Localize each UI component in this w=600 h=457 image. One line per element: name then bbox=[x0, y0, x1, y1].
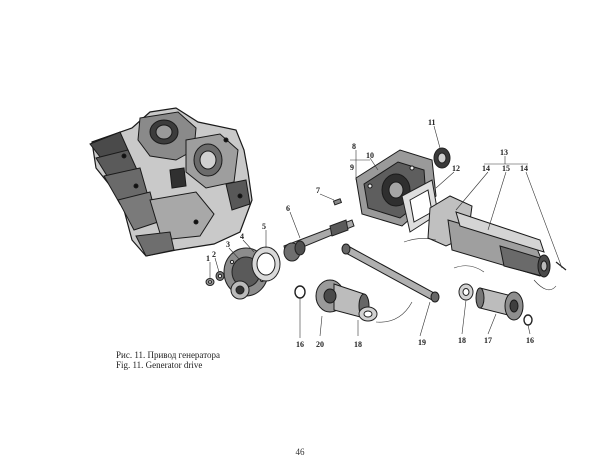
page-number: 46 bbox=[295, 447, 305, 457]
part-16-ring-right bbox=[523, 314, 533, 326]
callout-20: 20 bbox=[316, 340, 324, 349]
callout-16-left: 16 bbox=[296, 340, 304, 349]
callout-15: 15 bbox=[502, 164, 510, 173]
callout-13: 13 bbox=[500, 148, 508, 157]
callout-6: 6 bbox=[286, 204, 290, 213]
part-5-gasket bbox=[251, 246, 281, 282]
callout-4: 4 bbox=[240, 232, 244, 241]
part-11-seal bbox=[433, 147, 451, 169]
callout-16-right: 16 bbox=[526, 336, 534, 345]
part-19-rod bbox=[341, 243, 440, 303]
callout-14-left: 14 bbox=[482, 164, 490, 173]
part-18-washer-left bbox=[358, 306, 378, 322]
callout-17: 17 bbox=[484, 336, 492, 345]
part-13-sleeve-assembly bbox=[427, 195, 567, 278]
callout-1: 1 bbox=[206, 254, 210, 263]
figure-caption-russian: Рис. 11. Привод генератора bbox=[116, 350, 221, 360]
callout-11: 11 bbox=[428, 118, 436, 127]
callout-18-left: 18 bbox=[354, 340, 362, 349]
callout-18-right: 18 bbox=[458, 336, 466, 345]
leader-lines bbox=[209, 125, 563, 338]
callout-14-right: 14 bbox=[520, 164, 528, 173]
figure-caption-english: Fig. 11. Generator drive bbox=[116, 360, 203, 370]
callout-3: 3 bbox=[226, 240, 230, 249]
part-16-ring-left bbox=[294, 285, 306, 299]
part-20-gear bbox=[315, 279, 370, 319]
callout-8: 8 bbox=[352, 142, 356, 151]
callout-10: 10 bbox=[366, 151, 374, 160]
part-18-washer-right bbox=[458, 283, 474, 301]
engine-block-drawing bbox=[89, 107, 253, 257]
callout-19: 19 bbox=[418, 338, 426, 347]
callout-5: 5 bbox=[262, 222, 266, 231]
callout-9: 9 bbox=[350, 163, 354, 172]
callout-12: 12 bbox=[452, 164, 460, 173]
callout-7: 7 bbox=[316, 186, 320, 195]
part-1-nut bbox=[205, 278, 215, 286]
part-2-washer bbox=[215, 271, 225, 281]
callout-2: 2 bbox=[212, 250, 216, 259]
part-17-gear-shaft bbox=[475, 287, 524, 321]
part-7-key bbox=[332, 198, 343, 206]
callout-labels: 1 2 3 4 5 6 7 8 9 10 11 12 13 14 15 14 1… bbox=[206, 118, 534, 349]
part-6-drive-shaft bbox=[283, 219, 355, 262]
